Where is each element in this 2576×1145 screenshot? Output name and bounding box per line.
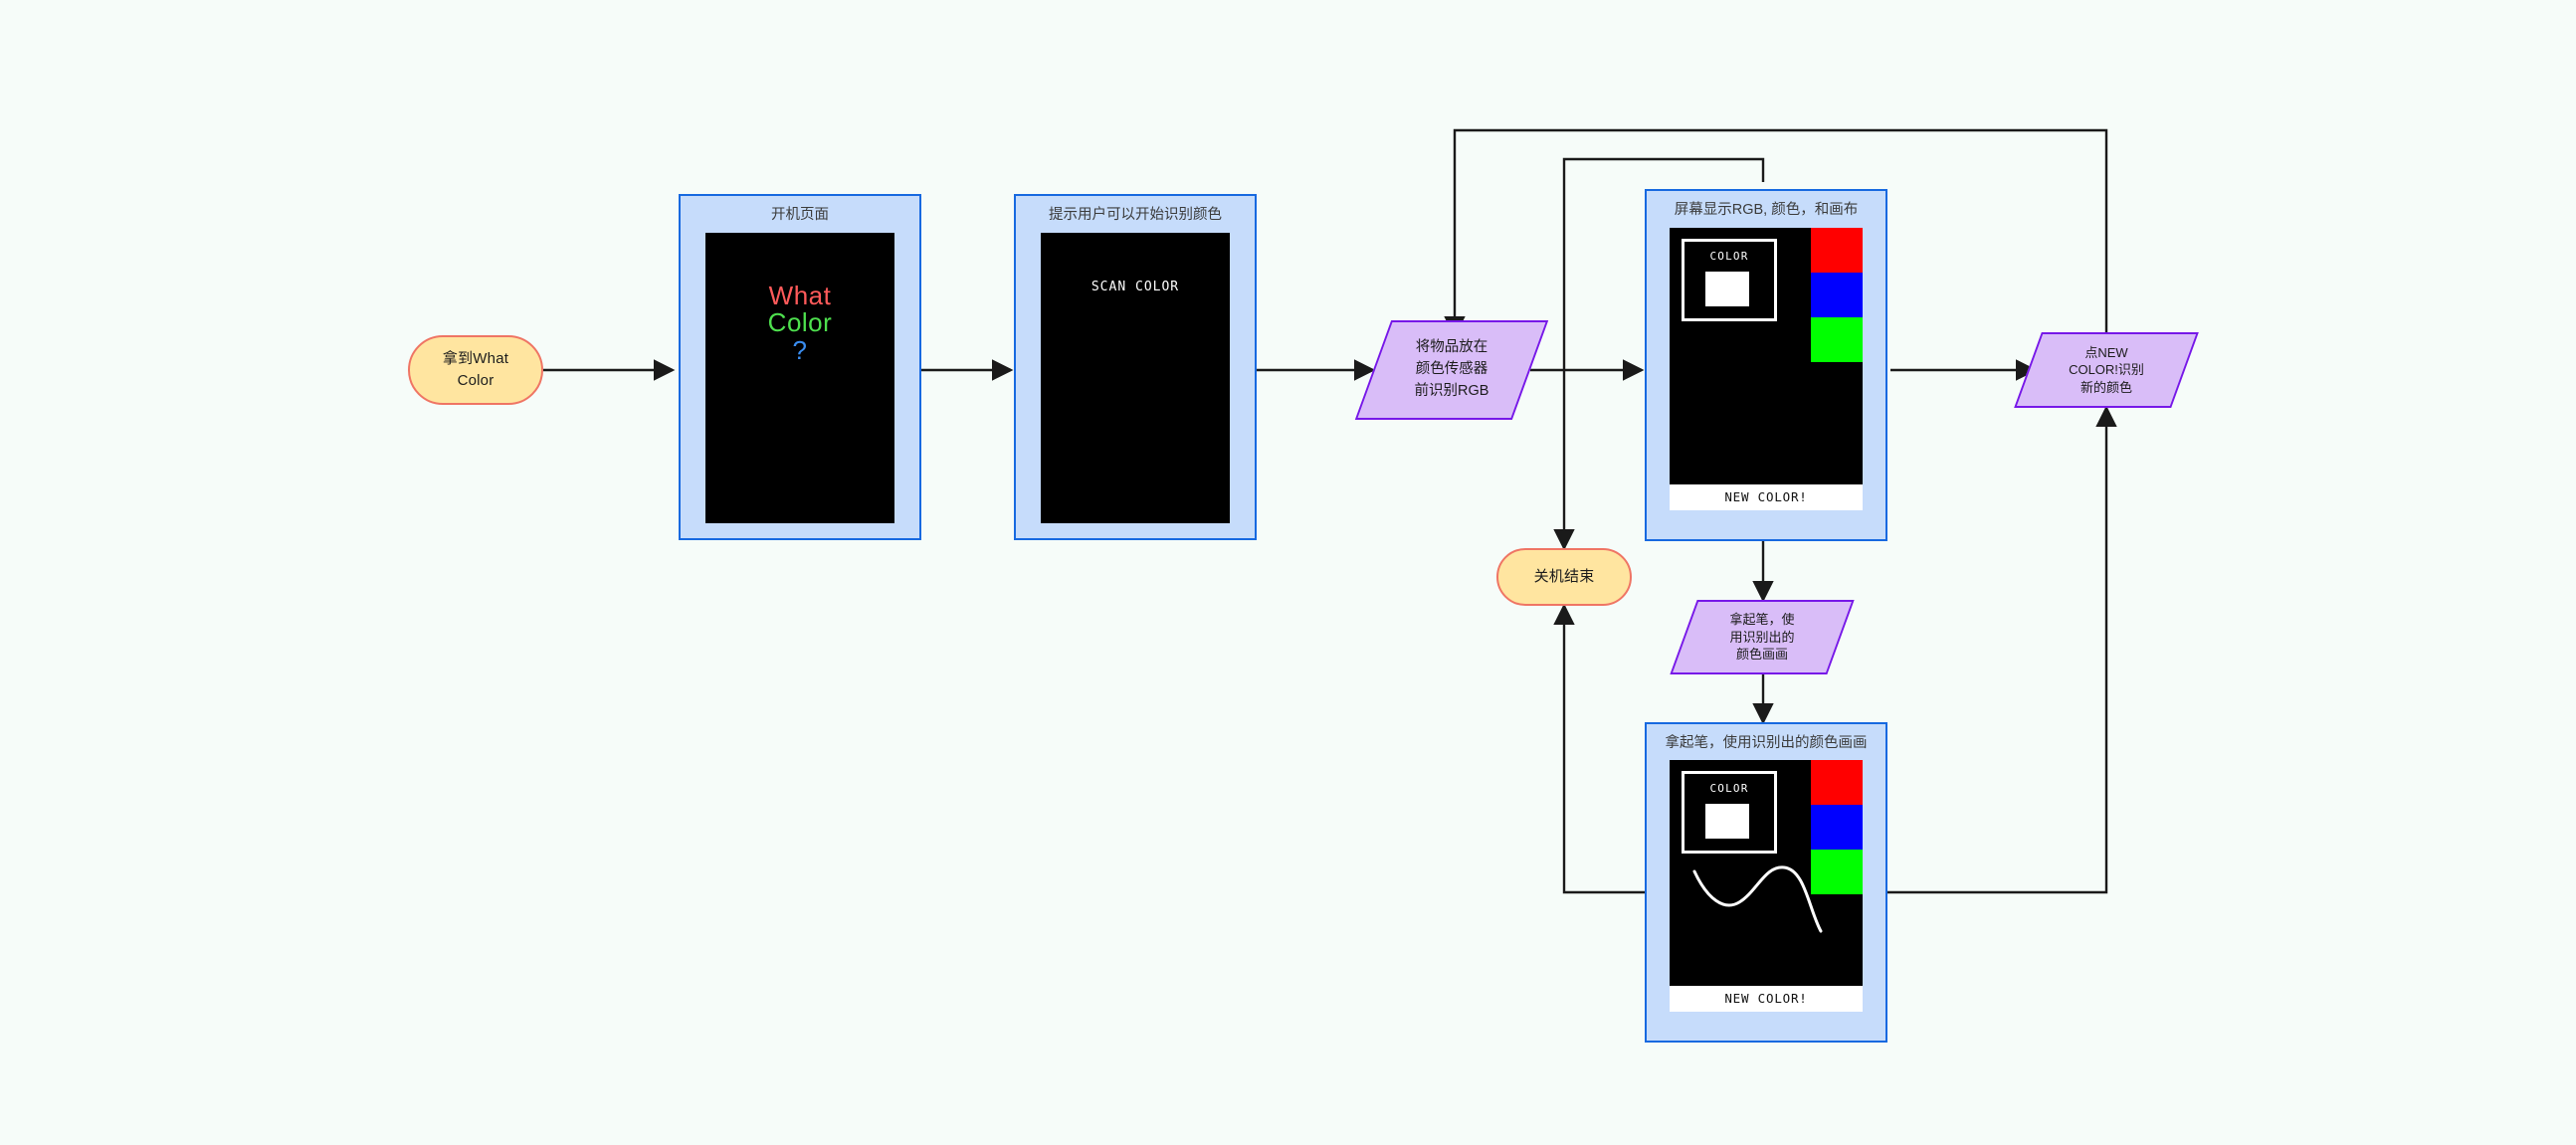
color-preview-caption: COLOR — [1709, 249, 1749, 263]
screen-splash[interactable]: 开机页面 What Color ? — [679, 194, 921, 540]
splash-line-what: What — [768, 280, 832, 310]
color-preview-caption-draw: COLOR — [1709, 781, 1749, 795]
rgb-strip-draw — [1811, 759, 1863, 894]
screen-draw-body: COLOR — [1670, 759, 1863, 986]
io-scan-label: 将物品放在 颜色传感器 前识别RGB — [1414, 339, 1489, 399]
node-end-label: 关机结束 — [1533, 568, 1595, 586]
screen-rgb-banner[interactable]: NEW COLOR! — [1670, 483, 1863, 510]
splash-line-question: ? — [792, 335, 808, 366]
color-preview-swatch — [1705, 271, 1749, 306]
color-preview-box-draw: COLOR — [1682, 770, 1777, 854]
node-start[interactable]: 拿到What Color — [408, 335, 543, 405]
rgb-strip — [1811, 227, 1863, 362]
io-draw-label: 拿起笔，使 用识别出的 颜色画画 — [1729, 612, 1795, 663]
color-preview-swatch-draw — [1705, 803, 1749, 839]
screen-draw-banner-label: NEW COLOR! — [1724, 991, 1808, 1006]
color-preview-box: COLOR — [1682, 238, 1777, 321]
screen-draw-banner[interactable]: NEW COLOR! — [1670, 985, 1863, 1012]
screen-rgb-banner-label: NEW COLOR! — [1724, 489, 1808, 504]
rgb-swatch-blue — [1811, 272, 1863, 317]
screen-draw-title: 拿起笔，使用识别出的颜色画画 — [1665, 735, 1868, 751]
node-io-newcolor[interactable]: 点NEW COLOR!识别 新的颜色 — [2014, 332, 2199, 408]
node-end[interactable]: 关机结束 — [1496, 548, 1632, 606]
screen-draw[interactable]: 拿起笔，使用识别出的颜色画画 COLOR NEW COLOR! — [1645, 722, 1887, 1043]
io-newcolor-label: 点NEW COLOR!识别 新的颜色 — [2069, 344, 2144, 395]
screen-scan-title: 提示用户可以开始识别颜色 — [1049, 207, 1222, 223]
screen-rgb-body: COLOR — [1670, 227, 1863, 484]
rgb-swatch-blue — [1811, 804, 1863, 850]
screen-scan-body: SCAN COLOR — [1041, 232, 1230, 523]
screen-rgb[interactable]: 屏幕显示RGB, 颜色，和画布 COLOR NEW COLOR! — [1645, 189, 1887, 541]
rgb-swatch-green — [1811, 316, 1863, 362]
node-io-scan[interactable]: 将物品放在 颜色传感器 前识别RGB — [1354, 320, 1549, 420]
canvas-drawing-stroke — [1692, 864, 1823, 932]
scan-color-text: SCAN COLOR — [1090, 279, 1180, 294]
rgb-swatch-red — [1811, 759, 1863, 805]
edge-draw-to-end — [1553, 603, 1647, 894]
rgb-swatch-red — [1811, 227, 1863, 273]
node-start-label: 拿到What Color — [442, 350, 509, 389]
rgb-swatch-green — [1811, 849, 1863, 894]
screen-scan[interactable]: 提示用户可以开始识别颜色 SCAN COLOR — [1014, 194, 1257, 540]
splash-line-color: Color — [767, 307, 833, 338]
screen-rgb-title: 屏幕显示RGB, 颜色，和画布 — [1674, 202, 1859, 218]
screen-splash-body: What Color ? — [705, 232, 894, 523]
node-io-draw[interactable]: 拿起笔，使 用识别出的 颜色画画 — [1670, 600, 1855, 674]
edge-draw-to-newcolor — [1887, 405, 2117, 894]
screen-splash-title: 开机页面 — [771, 207, 829, 223]
splash-text-group: What Color ? — [705, 233, 894, 523]
